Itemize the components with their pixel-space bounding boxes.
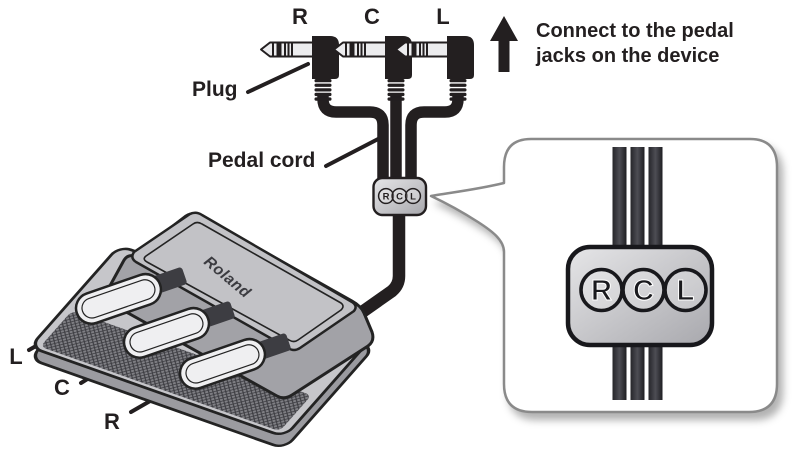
callout-tag-letter-r: R [591,275,612,307]
plug-annotation: Plug [192,78,238,101]
connect-note-line1: Connect to the pedal [536,20,734,42]
pedal-unit-lid-inset [143,221,344,343]
pedal-c [122,306,211,359]
up-arrow-icon [490,16,518,72]
callout-cable-tag: R C L [565,244,715,348]
pedal-l [74,272,163,325]
pedal-cord-pointer-line [324,134,386,168]
connect-note: Connect to the pedal jacks on the device [536,19,734,69]
plug-pointer-line [246,62,310,94]
cord-r [317,93,389,181]
pedal-base-texture [42,312,309,430]
cable-tag-letter-c: C [396,192,403,203]
cable-tag-letter-l: L [410,192,416,203]
cord-to-pedal-unit [344,212,406,328]
pedal-unit: Roland [33,211,375,448]
pedal-cord-annotation: Pedal cord [208,149,316,172]
pedal-label-c: C [54,375,70,400]
pedal-cords [317,93,464,328]
cord-l [405,93,464,181]
pedal-label-l: L [9,344,23,369]
connect-note-line2: jacks on the device [536,45,720,67]
plug-label-l: L [436,4,450,29]
callout-bubble: R C L [429,137,779,414]
plug-label-c: C [364,4,380,29]
pedal-r [178,337,267,390]
cable-tag: R C L [372,176,428,217]
plug-label-r: R [292,4,308,29]
pedal-unit-lid [131,211,357,352]
pedal-label-r: R [104,409,120,434]
callout-tag-letter-c: C [633,275,654,307]
callout-tag-letter-l: L [677,275,695,307]
cable-tag-letter-r: R [383,192,390,203]
